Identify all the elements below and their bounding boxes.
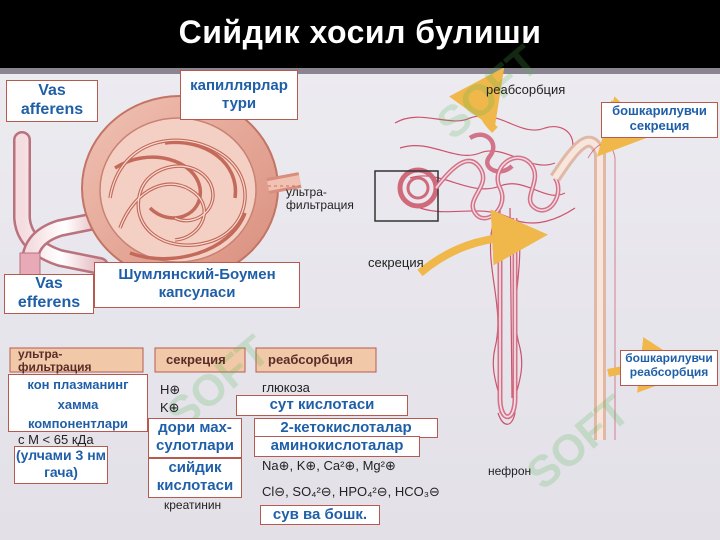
label-size-limit: (улчами 3 нм гача): [14, 446, 108, 484]
printed-reabsorption: реабсорбция: [486, 82, 565, 97]
label-drugs: дори мах-сулотлари: [148, 418, 242, 458]
label-ketoacids: 2-кетокислоталар: [254, 418, 438, 438]
creatinine: креатинин: [164, 498, 221, 512]
page-title: Сийдик хосил булиши: [0, 14, 720, 51]
label-amino-acids: аминокислоталар: [254, 436, 420, 457]
table-header-reabs: реабсорбция: [268, 352, 353, 367]
label-water-etc: сув ва бошк.: [260, 505, 380, 525]
label-capillaries: капиллярлар тури: [180, 70, 298, 120]
label-vas-afferens: Vas afferens: [6, 80, 98, 122]
title-bar: Сийдик хосил булиши: [0, 0, 720, 68]
label-plasma-components: кон плазманинг хамма компонентлари: [8, 374, 148, 432]
glucose: глюкоза: [262, 380, 310, 395]
cations: Na⊕, K⊕, Ca²⊕, Mg²⊕: [262, 458, 396, 474]
molecular-weight: с М < 65 кДа: [18, 432, 94, 447]
printed-nephron: нефрон: [488, 464, 531, 478]
label-uric-acid: сийдик кислотаси: [148, 458, 242, 498]
figure-top-band: [0, 68, 720, 74]
ion-k: K⊕: [160, 400, 180, 416]
printed-ultrafiltration: ультра-фильтрация: [286, 186, 366, 212]
nephron-figure: SOFT SOFT SOFT реабсорбция ультра-фильтр…: [0, 68, 720, 540]
label-controlled-reabsorption: бошкарилувчи реабсорбция: [620, 350, 718, 386]
printed-secretion: секреция: [368, 255, 424, 270]
label-bowman-capsule: Шумлянский-Боумен капсуласи: [94, 262, 300, 308]
anions: Cl⊖, SO₄²⊖, HPO₄²⊖, HCO₃⊖: [262, 484, 440, 500]
label-controlled-secretion: бошкарилувчи секреция: [601, 102, 718, 138]
table-header-secr: секреция: [166, 352, 226, 367]
label-lactic-acid: сут кислотаси: [236, 395, 408, 416]
ion-h: H⊕: [160, 382, 180, 398]
table-header-ultra: ультра-фильтрация: [18, 348, 128, 373]
label-vas-efferens: Vas efferens: [4, 274, 94, 314]
